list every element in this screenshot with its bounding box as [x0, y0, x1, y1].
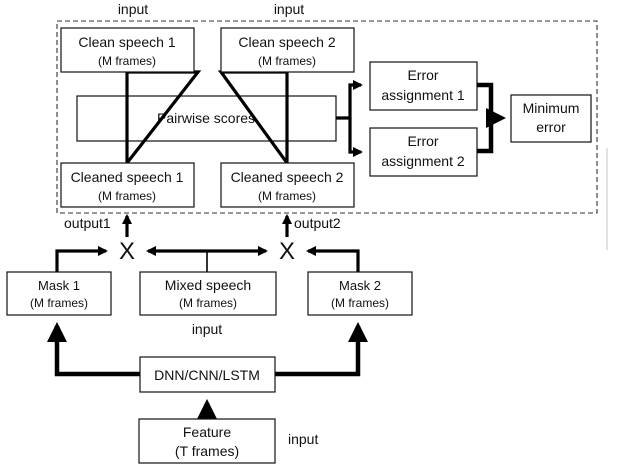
cleaned-speech-2-sub: (M frames) — [258, 189, 316, 203]
mask-1-to-multiply-left-arrow — [55, 245, 109, 272]
feature-box — [138, 418, 276, 464]
multiply-left-symbol: X — [119, 238, 135, 265]
mask-1-box — [6, 271, 112, 316]
error-assignment-2-line2: assignment 2 — [381, 153, 464, 169]
dnn-title: DNN/CNN/LSTM — [154, 367, 260, 383]
clean-speech-1-box — [60, 27, 195, 73]
output1-label: output1 — [64, 215, 111, 231]
mask-2-sub: (M frames) — [331, 296, 389, 310]
clean-speech-2-title: Clean speech 2 — [238, 34, 336, 50]
error-assignment-2-line1: Error — [407, 133, 438, 149]
multiply-right-symbol: X — [279, 238, 295, 265]
minimum-error-box — [510, 94, 592, 143]
cleaned-speech-1-sub: (M frames) — [98, 189, 156, 203]
error-assignments-to-minimum-arrow — [477, 82, 502, 154]
clean-speech-1-sub: (M frames) — [98, 54, 156, 68]
error-assignment-1-line2: assignment 1 — [381, 87, 464, 103]
pairwise-to-error-1-arrow — [336, 79, 364, 120]
clean-speech-2-sub: (M frames) — [258, 54, 316, 68]
dnn-to-mask-2-arrow — [275, 321, 369, 377]
clean-speech-2-box — [220, 27, 355, 73]
mask-2-box — [307, 271, 413, 316]
minimum-error-line1: Minimum — [523, 100, 580, 116]
cleaned-speech-1-title: Cleaned speech 1 — [71, 169, 184, 185]
input-label-top-left: input — [118, 1, 148, 17]
error-assignment-1-box — [369, 61, 478, 111]
pairwise-scores-box — [76, 95, 337, 142]
mask-2-title: Mask 2 — [339, 278, 381, 293]
error-assignment-1-line1: Error — [407, 67, 438, 83]
mixed-speech-sub: (M frames) — [179, 296, 237, 310]
mixed-speech-box — [139, 271, 277, 316]
minimum-error-line2: error — [536, 119, 566, 135]
mixed-speech-title: Mixed speech — [165, 277, 251, 293]
pit-group-frame — [56, 20, 598, 214]
output2-label: output2 — [294, 215, 341, 231]
cleaned-speech-2-title: Cleaned speech 2 — [231, 169, 344, 185]
mask-2-to-multiply-right-arrow — [305, 245, 360, 272]
input-label-bottom: input — [288, 431, 318, 447]
pairwise-scores-label: Pairwise scores — [157, 110, 255, 126]
mask-1-title: Mask 1 — [38, 278, 80, 293]
dnn-box — [139, 356, 276, 393]
pairwise-to-error-2-arrow — [348, 118, 364, 158]
input-label-top-right: input — [274, 1, 304, 17]
input-label-middle: input — [192, 321, 222, 337]
feature-title: Feature — [183, 424, 231, 440]
mask-1-sub: (M frames) — [30, 296, 88, 310]
cleaned-speech-2-box — [220, 162, 355, 208]
feature-sub: (T frames) — [175, 443, 239, 459]
clean-speech-1-title: Clean speech 1 — [78, 34, 176, 50]
dnn-to-mask-1-arrow — [46, 321, 140, 377]
cleaned-speech-1-box — [60, 162, 195, 208]
